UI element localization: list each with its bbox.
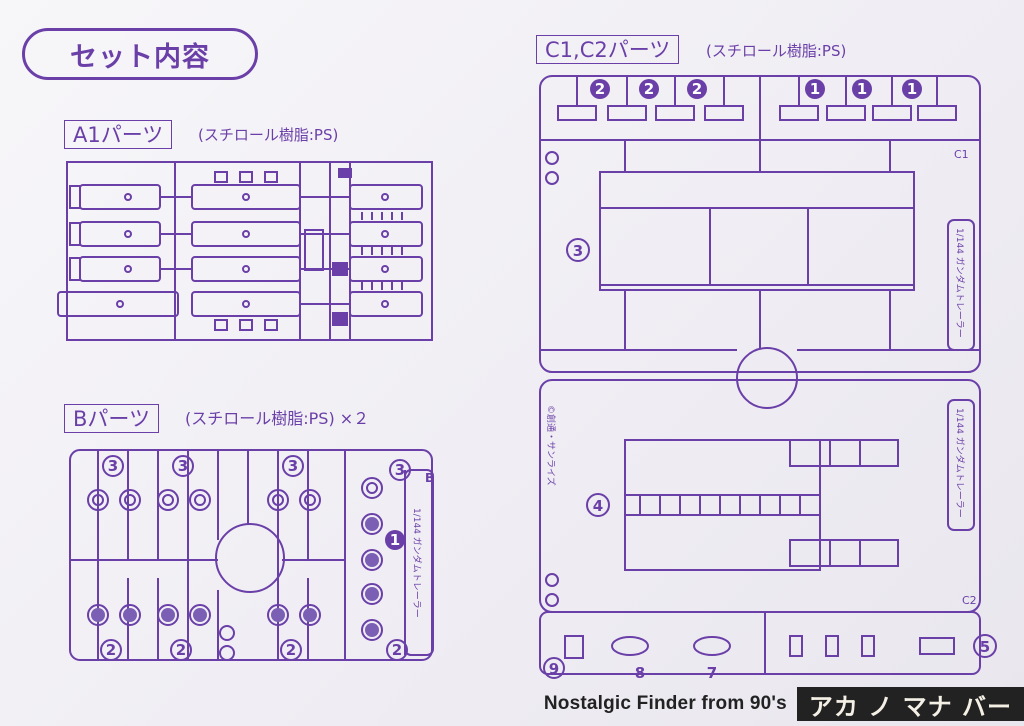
badge-b-2a: 2 bbox=[106, 641, 116, 659]
c1-runner-text: 1/144 ガンダムトレーラー bbox=[954, 228, 966, 338]
badge-c-top-6: 1 bbox=[907, 80, 917, 98]
c2-corner-label: C2 bbox=[962, 594, 977, 607]
c-parts-material: (スチロール樹脂:PS) bbox=[706, 42, 847, 60]
badge-c-top-3: 2 bbox=[692, 80, 702, 98]
badge-c-top-4: 1 bbox=[810, 80, 820, 98]
badge-b-2b: 2 bbox=[176, 641, 186, 659]
c-parts-label: C1,C2パーツ bbox=[536, 35, 680, 64]
badge-c-top-1: 2 bbox=[595, 80, 605, 98]
c1-corner-label: C1 bbox=[954, 148, 969, 161]
footer-logo: アカ ノ マナ バー bbox=[796, 687, 1024, 721]
b-runner-text: 1/144 ガンダムトレーラー bbox=[411, 508, 423, 618]
footer-watermark: Nostalgic Finder from 90's アカ ノ マナ バー bbox=[544, 682, 1024, 726]
a1-runner-diagram bbox=[57, 161, 433, 341]
badge-c-3: 3 bbox=[573, 242, 583, 260]
badge-b-2d: 2 bbox=[392, 641, 402, 659]
badge-c-7: 7 bbox=[707, 664, 717, 682]
badge-c-4: 4 bbox=[593, 497, 603, 515]
badge-c-5: 5 bbox=[980, 638, 990, 656]
b-parts-material: (スチロール樹脂:PS) ×２ bbox=[185, 409, 370, 428]
badge-c-top-2: 2 bbox=[644, 80, 654, 98]
badge-c-8: 8 bbox=[635, 664, 645, 682]
badge-c-top-5: 1 bbox=[857, 80, 867, 98]
footer-caption: Nostalgic Finder from 90's bbox=[543, 693, 787, 714]
c1-runner-diagram bbox=[539, 75, 981, 409]
c2-runner-diagram bbox=[539, 379, 981, 675]
copyright-text: ©創通・サンライズ bbox=[545, 405, 557, 486]
b-corner-label: B bbox=[425, 471, 434, 485]
a1-parts-material: (スチロール樹脂:PS) bbox=[198, 126, 339, 144]
set-contents-title: セット内容 bbox=[22, 28, 258, 80]
badge-b-1: 1 bbox=[390, 531, 400, 549]
badge-b-2c: 2 bbox=[286, 641, 296, 659]
c2-runner-text: 1/144 ガンダムトレーラー bbox=[954, 408, 966, 518]
a1-parts-label: A1パーツ bbox=[64, 120, 173, 149]
badge-c-9: 9 bbox=[549, 660, 559, 678]
badge-b-3a: 3 bbox=[108, 457, 118, 475]
b-runner-diagram bbox=[69, 449, 434, 661]
b-parts-label: Bパーツ bbox=[64, 404, 159, 433]
part-number-badges: 2 2 2 1 1 1 3 4 5 9 8 7 3 3 3 3 1 2 2 2 … bbox=[100, 79, 997, 682]
badge-b-3b: 3 bbox=[178, 457, 188, 475]
badge-b-3d: 3 bbox=[395, 461, 405, 479]
badge-b-3c: 3 bbox=[288, 457, 298, 475]
